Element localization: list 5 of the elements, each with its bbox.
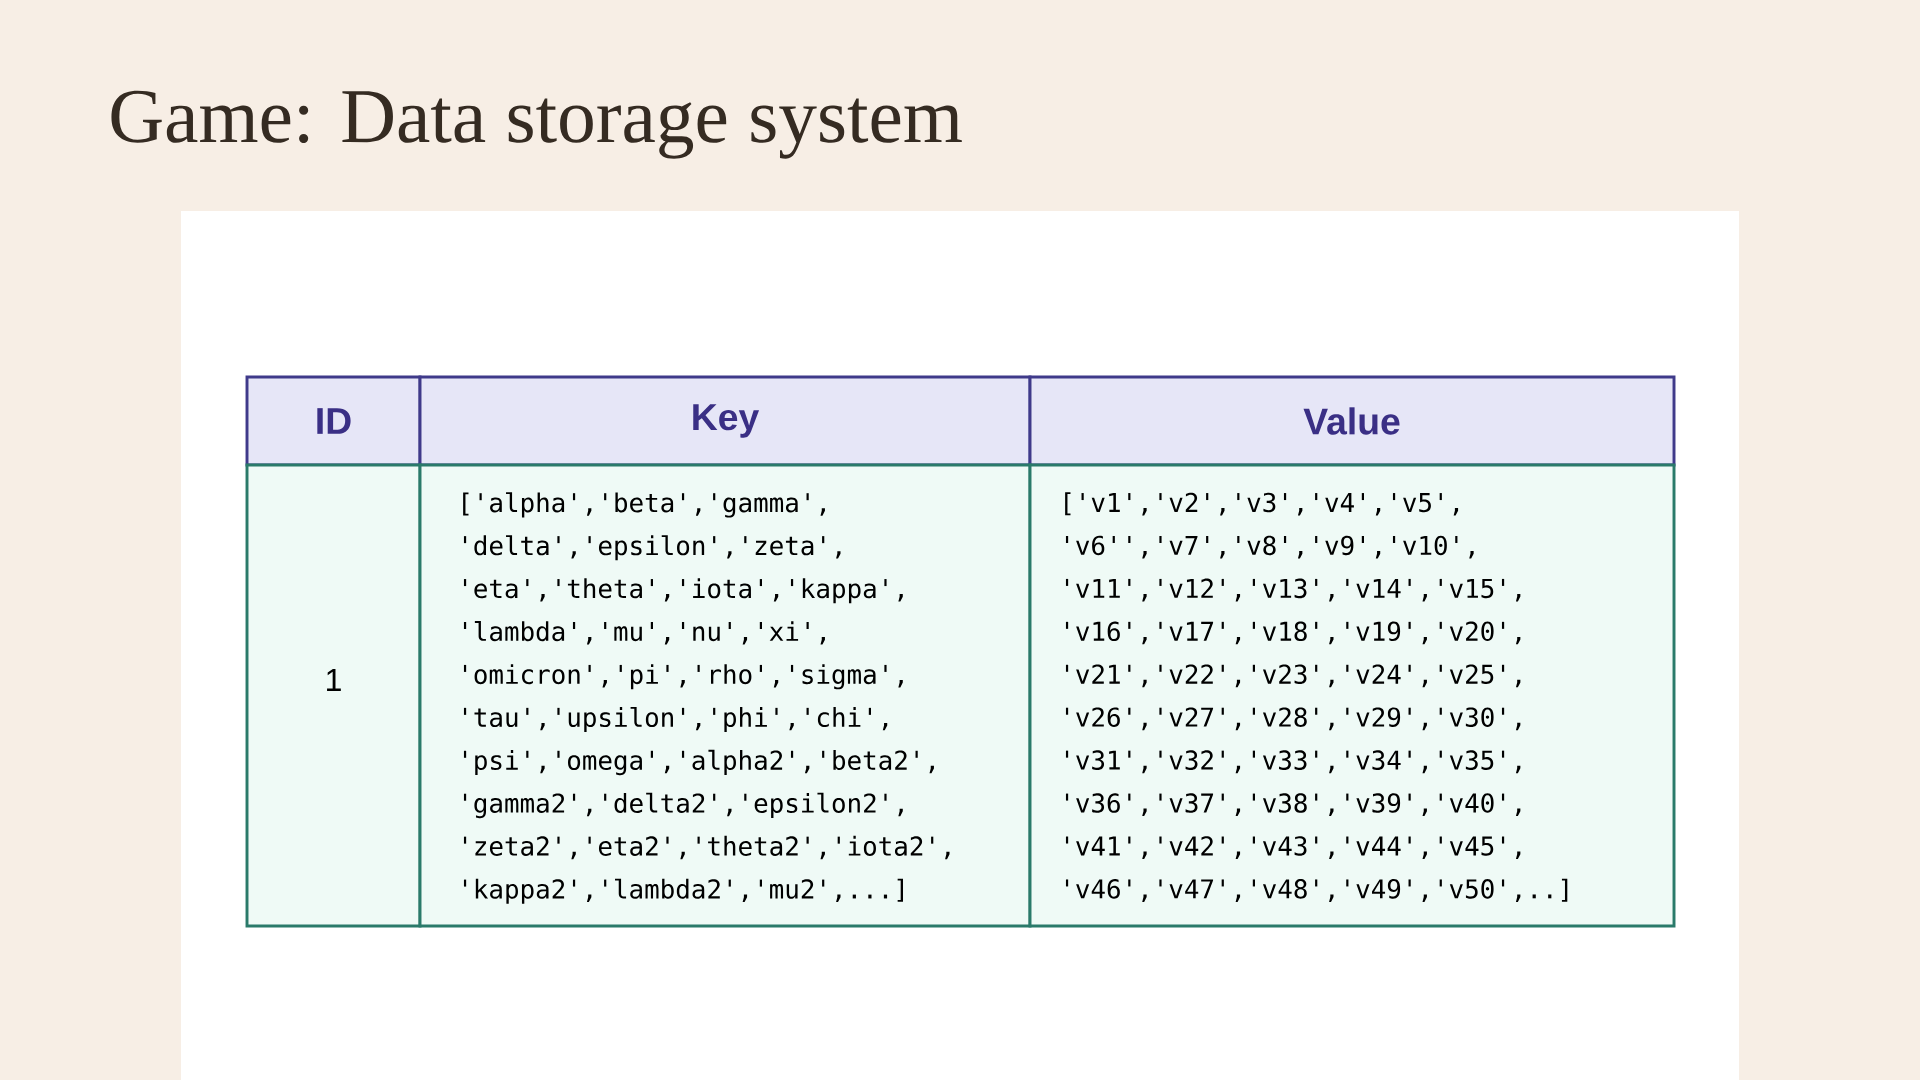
header-cell: ID xyxy=(245,375,422,467)
table-cell: 1 xyxy=(245,463,422,928)
table-cell: ['v1','v2','v3','v4','v5', 'v6'','v7','v8','v9','v10', 'v11','v12','v13','v14','v15', 'v16','v17','v18','v19','v20', 'v21','v22','v23','v24','v25', 'v26','v27','v28','v29','v30', 'v31','v32','v33','v34','v35', 'v36','v37','v38','v39','v40', 'v41','v42','v43','v44','v45', 'v46','v47','v48','v49','v50',..] xyxy=(1028,463,1676,928)
slide-title: Game: Data storage system xyxy=(111,90,962,159)
header-cell: Value xyxy=(1028,375,1676,467)
